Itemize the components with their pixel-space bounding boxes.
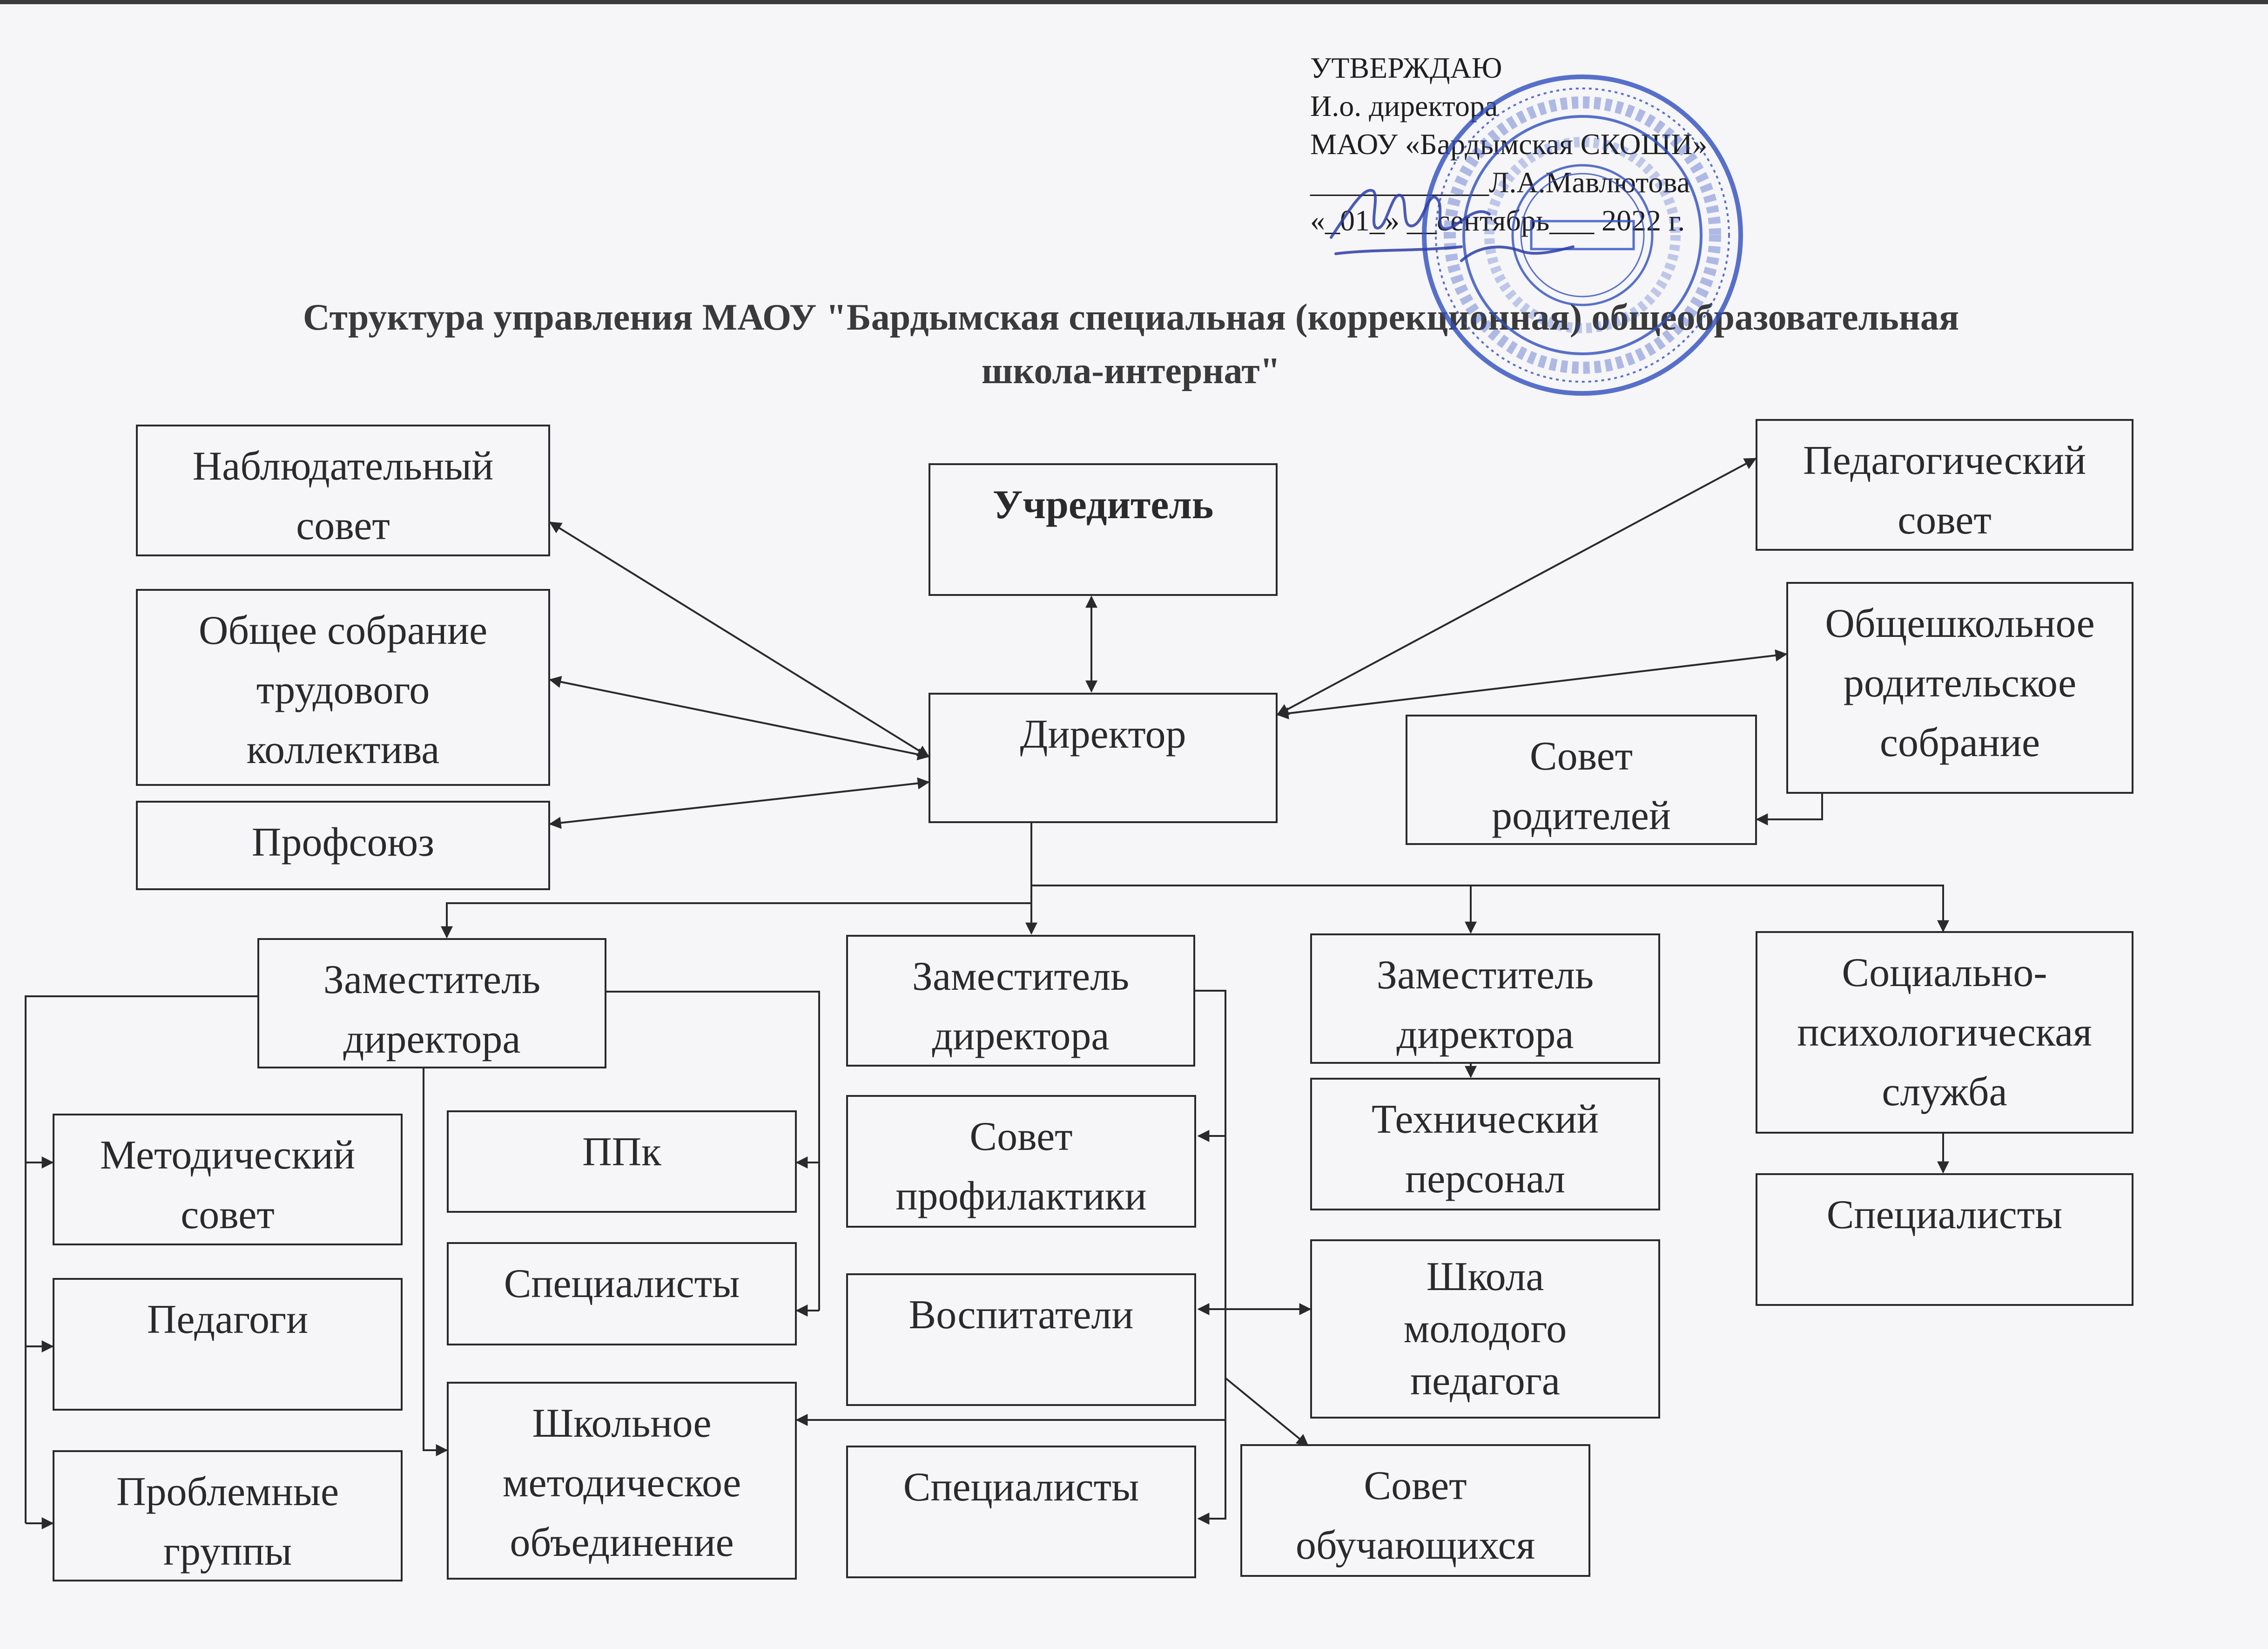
box-social-psychological-service-line-3: служба <box>1882 1069 2007 1115</box>
box-parent-meeting: Общешкольное родительское собрание <box>1786 582 2133 794</box>
box-deputy-director-2-line-2: директора <box>932 1014 1110 1059</box>
box-technical-staff: Технический персонал <box>1310 1078 1660 1210</box>
box-general-meeting: Общее собрание трудового коллектива <box>136 589 550 786</box>
box-technical-staff-line-1: Технический <box>1372 1097 1599 1142</box>
box-founder: Учредитель <box>929 463 1278 596</box>
box-young-teacher-school-line-3: педагога <box>1410 1358 1560 1404</box>
box-director: Директор <box>929 693 1278 823</box>
box-ppk-line-1: ППк <box>582 1129 661 1175</box>
box-ppk: ППк <box>447 1110 797 1213</box>
box-methodical-council: Методический совет <box>53 1114 403 1245</box>
box-teachers: Педагоги <box>53 1278 403 1411</box>
box-deputy-director-2: Заместитель директора <box>846 935 1195 1067</box>
box-prevention-council: Совет профилактики <box>846 1095 1196 1228</box>
box-specialists-3: Специалисты <box>1756 1173 2133 1306</box>
box-parent-council: Совет родителей <box>1406 715 1757 845</box>
box-observation-council: Наблюдательный совет <box>136 425 550 556</box>
box-specialists-1-line-1: Специалисты <box>504 1261 740 1306</box>
box-specialists-3-line-1: Специалисты <box>1826 1192 2063 1237</box>
box-deputy-director-2-line-1: Заместитель <box>912 954 1130 999</box>
box-problem-groups-line-1: Проблемные <box>116 1469 339 1514</box>
box-deputy-director-1-line-2: директора <box>343 1017 521 1062</box>
title-line-1: Структура управления МАОУ "Бардымская сп… <box>303 297 1959 338</box>
box-young-teacher-school-line-1: Школа <box>1426 1254 1544 1299</box>
box-pedagogical-council-line-1: Педагогический <box>1803 438 2086 483</box>
box-parent-meeting-line-1: Общешкольное <box>1825 601 2095 646</box>
scan-edge <box>0 0 2268 4</box>
box-school-methodical-association-line-3: объединение <box>510 1520 734 1565</box>
box-general-meeting-line-3: коллектива <box>246 727 440 772</box>
box-school-methodical-association-line-1: Школьное <box>532 1401 712 1446</box>
box-pedagogical-council: Педагогический совет <box>1756 419 2133 551</box>
box-founder-line-1: Учредитель <box>992 482 1214 527</box>
box-prevention-council-line-2: профилактики <box>895 1174 1147 1219</box>
box-deputy-director-1: Заместитель директора <box>257 938 606 1068</box>
box-methodical-council-line-1: Методический <box>100 1133 356 1178</box>
title-line-2: школа-интернат" <box>981 351 1281 392</box>
box-deputy-director-1-line-1: Заместитель <box>323 957 541 1002</box>
box-prevention-council-line-1: Совет <box>969 1114 1073 1159</box>
box-social-psychological-service-line-2: психологическая <box>1797 1010 2092 1055</box>
box-director-line-1: Директор <box>1020 712 1186 757</box>
box-young-teacher-school: Школа молодого педагога <box>1310 1239 1660 1419</box>
box-deputy-director-3: Заместитель директора <box>1310 933 1660 1064</box>
box-young-teacher-school-line-2: молодого <box>1403 1306 1567 1352</box>
box-social-psychological-service-line-1: Социально- <box>1842 950 2047 995</box>
box-observation-council-line-2: совет <box>296 503 390 548</box>
box-specialists-2: Специалисты <box>846 1446 1196 1578</box>
box-teachers-line-1: Педагоги <box>147 1297 309 1342</box>
box-students-council: Совет обучающихся <box>1240 1444 1590 1577</box>
box-educators-line-1: Воспитатели <box>909 1292 1134 1338</box>
box-pedagogical-council-line-2: совет <box>1898 498 1992 543</box>
box-trade-union-line-1: Профсоюз <box>251 820 435 865</box>
box-trade-union: Профсоюз <box>136 801 550 890</box>
box-specialists-2-line-1: Специалисты <box>903 1465 1139 1510</box>
box-general-meeting-line-2: трудового <box>256 668 430 713</box>
round-official-seal-icon <box>1422 74 1743 396</box>
box-educators: Воспитатели <box>846 1273 1196 1406</box>
approval-line-2: И.о. директора <box>1310 89 1498 122</box>
box-students-council-line-2: обучающихся <box>1295 1523 1535 1568</box>
box-parent-council-line-1: Совет <box>1529 734 1633 779</box>
box-problem-groups: Проблемные группы <box>53 1450 403 1581</box>
box-parent-meeting-line-3: собрание <box>1879 720 2040 765</box>
box-students-council-line-1: Совет <box>1364 1463 1467 1508</box>
approval-line-1: УТВЕРЖДАЮ <box>1310 51 1502 84</box>
box-school-methodical-association: Школьное методическое объединение <box>447 1382 797 1580</box>
box-social-psychological-service: Социально- психологическая служба <box>1756 931 2133 1134</box>
box-observation-council-line-1: Наблюдательный <box>192 444 494 489</box>
handwritten-signature-icon <box>1330 189 1575 262</box>
box-technical-staff-line-2: персонал <box>1405 1156 1566 1202</box>
box-problem-groups-line-2: группы <box>163 1529 292 1574</box>
document-title: Структура управления МАОУ "Бардымская сп… <box>140 291 2122 398</box>
box-deputy-director-3-line-1: Заместитель <box>1376 953 1594 998</box>
box-parent-meeting-line-2: родительское <box>1843 661 2077 706</box>
box-parent-council-line-2: родителей <box>1492 793 1671 838</box>
box-deputy-director-3-line-2: директора <box>1396 1012 1574 1057</box>
box-school-methodical-association-line-2: методическое <box>502 1460 741 1506</box>
box-general-meeting-line-1: Общее собрание <box>198 608 488 653</box>
box-specialists-1: Специалисты <box>447 1242 797 1345</box>
box-methodical-council-line-2: совет <box>181 1192 275 1237</box>
